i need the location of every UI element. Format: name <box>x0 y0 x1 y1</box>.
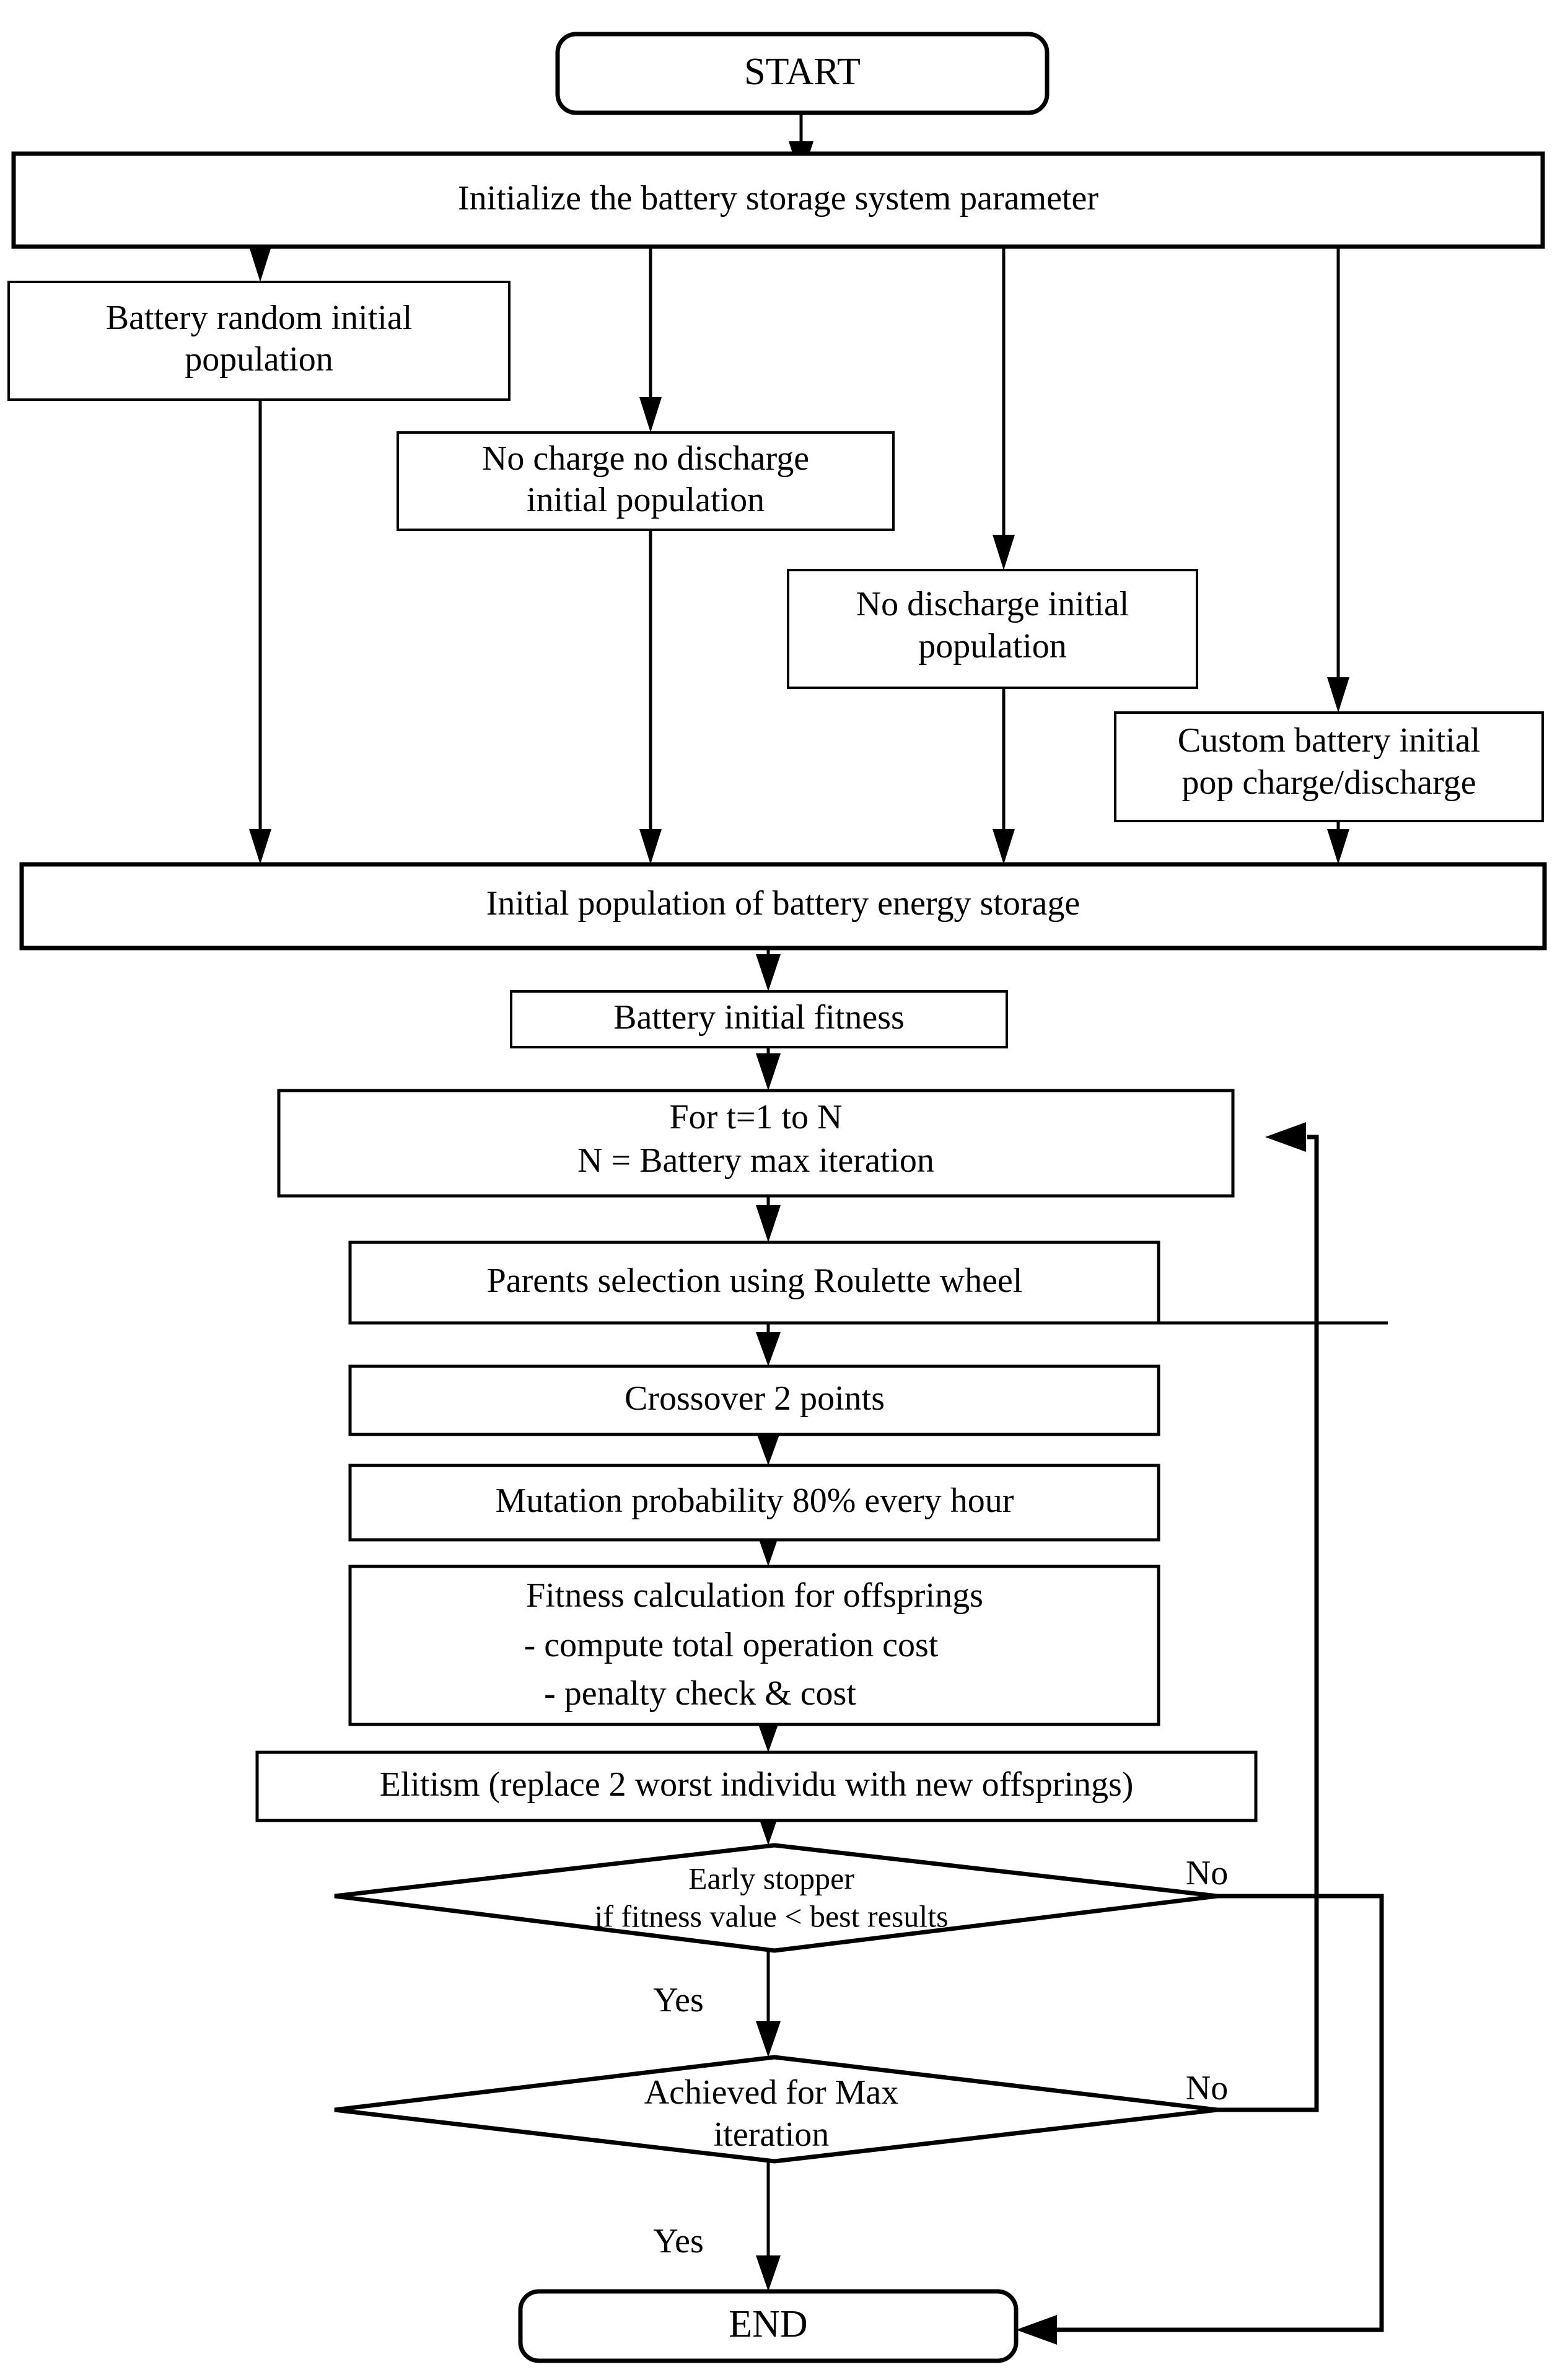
elitism-label: Elitism (replace 2 worst individu with n… <box>380 1765 1134 1804</box>
population-ncnd-line2: initial population <box>527 481 765 519</box>
node-loop-header: For t=1 to N N = Battery max iteration <box>277 1089 1235 1198</box>
node-fitness-calculation: Fitness calculation for offsprings - com… <box>348 1565 1160 1726</box>
initialize-parameter-label: Initialize the battery storage system pa… <box>458 179 1098 217</box>
population-custom-line2: pop charge/discharge <box>1181 763 1476 802</box>
mutation-label: Mutation probability 80% every hour <box>496 1482 1014 1520</box>
node-early-stopper-decision: Early stopper if fitness value < best re… <box>334 1843 1218 1953</box>
node-population-custom: Custom battery initial pop charge/discha… <box>1114 711 1544 822</box>
initial-population-label: Initial population of battery energy sto… <box>486 884 1080 923</box>
population-random-line1: Battery random initial <box>106 299 413 337</box>
connector-maxiter-yes <box>756 2161 781 2291</box>
connector-init-branch-4 <box>1327 247 1349 713</box>
loop-header-line2: N = Battery max iteration <box>577 1141 934 1180</box>
end-label: END <box>729 2303 807 2345</box>
connector-earlystopper-yes <box>756 1951 781 2057</box>
connector-earlystopper-no <box>1016 1894 1384 2345</box>
svg-text:Yes: Yes <box>653 1981 703 2019</box>
fitness-calculation-line3: - penalty check & cost <box>544 1674 856 1713</box>
connector-pop-custom-down <box>1327 821 1349 864</box>
svg-text:No: No <box>1186 2069 1228 2107</box>
node-end: END <box>518 2289 1019 2363</box>
connector-pop-random-down <box>249 400 271 864</box>
node-initial-fitness: Battery initial fitness <box>510 990 1008 1048</box>
node-elitism: Elitism (replace 2 worst individu with n… <box>255 1750 1258 1822</box>
connector-loop-to-selection <box>756 1196 781 1242</box>
connector-init-branch-3 <box>993 247 1015 570</box>
connector-fitness-to-loop <box>756 1047 781 1091</box>
parents-selection-label: Parents selection using Roulette wheel <box>487 1262 1023 1300</box>
svg-text:No: No <box>1186 1854 1228 1892</box>
node-population-no-discharge: No discharge initial population <box>787 569 1198 689</box>
node-population-random: Battery random initial population <box>7 281 511 401</box>
connector-pop-ncnd-down <box>639 530 662 864</box>
connector-initpop-to-fitness <box>756 948 781 991</box>
fitness-calculation-line1: Fitness calculation for offsprings <box>526 1576 983 1615</box>
connector-selection-to-crossover <box>756 1321 1388 1366</box>
edge-label-early-stopper-yes: Yes <box>653 1981 703 2019</box>
early-stopper-line2: if fitness value < best results <box>594 1899 948 1933</box>
svg-text:Yes: Yes <box>653 2222 703 2260</box>
connector-init-branch-1 <box>249 247 271 282</box>
edge-label-max-iteration-yes: Yes <box>653 2222 703 2260</box>
node-crossover: Crossover 2 points <box>348 1364 1160 1436</box>
edge-label-max-iteration-no: No <box>1186 2069 1228 2107</box>
crossover-label: Crossover 2 points <box>625 1379 885 1418</box>
start-label: START <box>744 51 861 93</box>
population-custom-line1: Custom battery initial <box>1178 721 1480 760</box>
population-ncnd-line1: No charge no discharge <box>482 439 809 478</box>
edge-label-early-stopper-no: No <box>1186 1854 1228 1892</box>
fitness-calculation-line2: - compute total operation cost <box>524 1626 939 1664</box>
node-mutation: Mutation probability 80% every hour <box>348 1464 1160 1542</box>
max-iteration-line2: iteration <box>714 2115 830 2154</box>
early-stopper-line1: Early stopper <box>688 1861 854 1895</box>
node-max-iteration-decision: Achieved for Max iteration <box>334 2055 1218 2164</box>
initial-fitness-label: Battery initial fitness <box>613 998 905 1037</box>
node-initialize-parameter: Initialize the battery storage system pa… <box>11 151 1545 249</box>
connector-init-branch-2 <box>639 247 662 433</box>
node-population-no-charge-no-discharge: No charge no discharge initial populatio… <box>397 431 895 531</box>
connector-maxiter-no <box>1217 1122 1319 2112</box>
node-start: START <box>555 32 1050 115</box>
loop-header-line1: For t=1 to N <box>670 1098 843 1136</box>
connector-pop-nd-down <box>993 688 1015 864</box>
node-initial-population: Initial population of battery energy sto… <box>19 862 1547 951</box>
max-iteration-line1: Achieved for Max <box>644 2073 899 2112</box>
population-random-line2: population <box>185 340 333 379</box>
population-nd-line2: population <box>918 627 1067 665</box>
node-parents-selection: Parents selection using Roulette wheel <box>348 1240 1160 1325</box>
population-nd-line1: No discharge initial <box>856 585 1129 623</box>
